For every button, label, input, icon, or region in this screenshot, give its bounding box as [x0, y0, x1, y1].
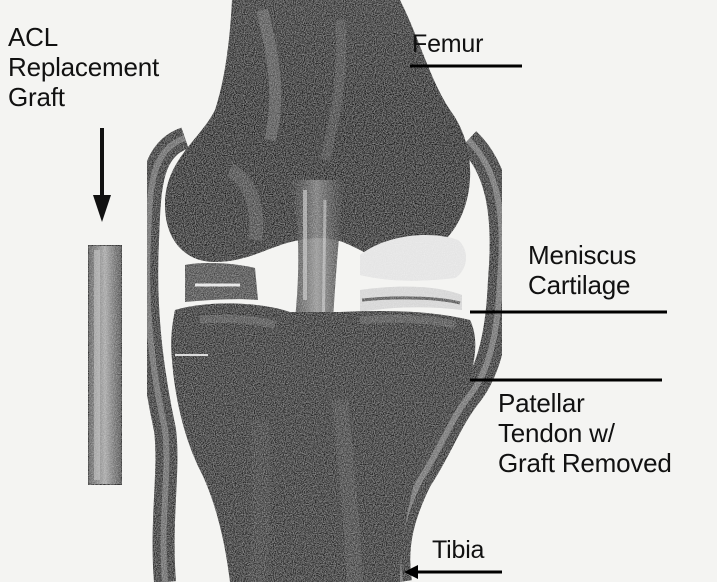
tibia-label: Tibia [432, 536, 484, 564]
femur-label: Femur [412, 30, 483, 58]
acl-label-line-1: ACL [8, 22, 208, 52]
patellar-tendon-label: Patellar Tendon w/ Graft Removed [498, 388, 713, 478]
acl-label-line-2: Replacement [8, 52, 208, 82]
acl-graft [88, 245, 122, 485]
acl-label-line-3: Graft [8, 82, 208, 112]
tibia-pointer-arrow [404, 565, 502, 579]
acl-graft-label: ACL Replacement Graft [8, 22, 208, 112]
meniscus-label-line-2: Cartilage [528, 270, 713, 300]
meniscus-label: Meniscus Cartilage [528, 240, 713, 300]
patellar-label-line-2: Tendon w/ [498, 418, 713, 448]
down-arrow-icon [93, 128, 111, 222]
patellar-label-line-1: Patellar [498, 388, 713, 418]
meniscus-label-line-1: Meniscus [528, 240, 713, 270]
patellar-label-line-3: Graft Removed [498, 448, 713, 478]
